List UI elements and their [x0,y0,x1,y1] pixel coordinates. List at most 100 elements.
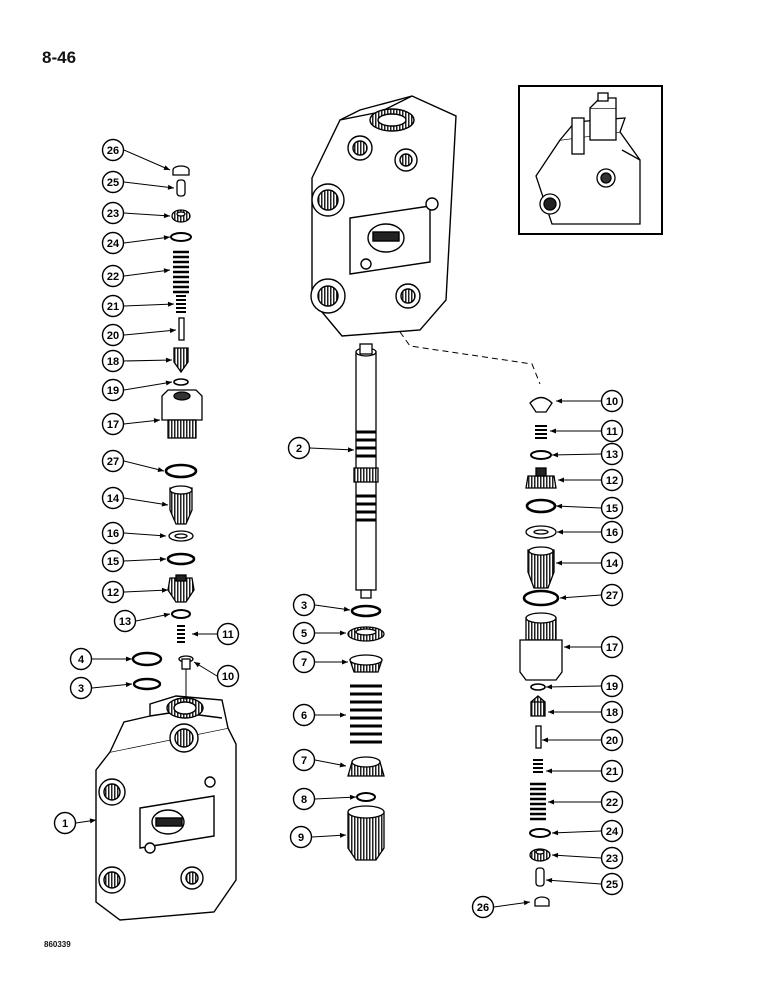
callout-left-18: 18 [101,349,173,373]
callout-arrowhead [552,452,559,458]
callout-arrowhead [192,631,198,637]
callout-circle [113,609,137,633]
callout-arrowhead [556,560,562,566]
callout-right-25: 25 [545,872,624,896]
callout-number: 24 [107,238,120,250]
callout-circle [600,496,624,520]
callout-arrowhead [163,612,170,618]
callout-left-19: 19 [101,378,173,402]
callout-leader-line [559,594,602,599]
callout-arrowhead [157,467,164,472]
callout-number: 17 [107,419,119,431]
callout-right-15: 15 [555,496,624,520]
callout-circle [101,201,125,225]
callout-arrowhead [163,213,170,219]
callout-leader-line [309,447,355,451]
callout-number: 27 [107,456,119,468]
callout-number: 18 [606,707,618,719]
callout-circle [292,593,316,617]
figure-code: 860339 [44,940,71,949]
callout-number: 26 [107,145,119,157]
callout-leader-line [123,381,173,391]
callout-right-21: 21 [546,759,624,783]
callout-number: 21 [107,301,119,313]
spool-stack [347,343,385,861]
valve-body-left [95,672,237,921]
callout-number: 5 [301,628,307,640]
callout-left-11: 11 [192,622,240,646]
callout-leader-line [123,460,165,472]
callout-arrowhead [125,682,132,688]
callout-circle [101,264,125,288]
callout-circle [600,728,624,752]
callout-arrowhead [550,428,556,434]
right-stack-parts [519,396,563,907]
callout-arrowhead [564,644,570,650]
callout-arrowhead [163,165,170,170]
callout-left-10: 10 [193,661,240,688]
callout-arrowhead [339,762,346,768]
callout-arrowhead [163,235,170,241]
dashed-leader-line [399,331,541,385]
callout-arrowhead [556,503,563,509]
callout-arrowhead [552,830,559,836]
callout-arrowhead [165,380,172,386]
callout-circle [216,622,240,646]
callout-arrowhead [557,529,563,535]
callout-leader-line [551,830,602,834]
callout-leader-line [123,181,175,189]
callout-leader-line [123,149,171,171]
callout-left-13: 13 [113,609,171,633]
callout-group: 2625232422212018191727141615121311410312… [53,138,624,919]
callout-arrowhead [548,709,554,715]
callout-circle [600,468,624,492]
callout-number: 8 [301,794,307,806]
callout-circle [53,811,77,835]
inset-locator-view [518,85,663,235]
callout-circle [292,650,316,674]
callout-right-26: 26 [471,895,531,919]
callout-leader-line [123,329,177,336]
callout-arrowhead [161,501,168,507]
callout-circle [101,349,125,373]
callout-leader-line [123,212,171,217]
callout-circle [101,449,125,473]
callout-leader-line [123,236,171,244]
callout-right-24: 24 [551,819,624,843]
callout-number: 6 [301,710,307,722]
callout-arrowhead [165,357,172,363]
callout-circle [289,825,313,849]
callout-number: 26 [477,902,489,914]
callout-left-22: 22 [101,264,171,288]
callout-circle [101,412,125,436]
callout-arrowhead [347,447,354,453]
callout-circle [600,846,624,870]
callout-circle [600,700,624,724]
callout-left-24: 24 [101,231,171,255]
callout-number: 25 [107,177,119,189]
callout-arrowhead [560,595,567,601]
callout-leader-line [123,589,169,593]
callout-number: 3 [78,683,84,695]
callout-arrowhead [339,832,346,838]
callout-number: 19 [107,385,119,397]
callout-left-15: 15 [101,549,167,573]
callout-number: 15 [606,503,618,515]
callout-number: 13 [606,449,618,461]
callout-circle [600,635,624,659]
callout-center-2: 2 [287,436,355,460]
callout-right-14: 14 [556,551,624,575]
callout-number: 22 [606,797,618,809]
callout-right-18: 18 [548,700,624,724]
callout-circle [101,486,125,510]
callout-arrowhead [340,712,346,718]
callout-arrowhead [558,477,564,483]
callout-center-3: 3 [292,593,351,617]
callout-arrowhead [552,852,559,858]
callout-right-22: 22 [548,790,624,814]
callout-arrowhead [542,737,548,743]
callout-circle [287,436,311,460]
callout-arrowhead [546,768,552,774]
callout-arrowhead [546,684,553,690]
callout-number: 16 [606,527,618,539]
